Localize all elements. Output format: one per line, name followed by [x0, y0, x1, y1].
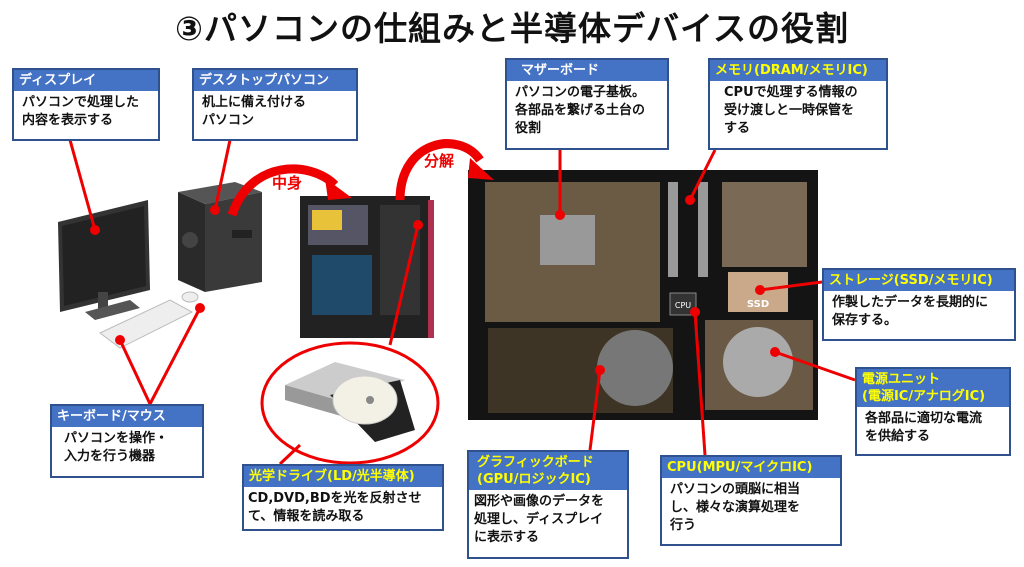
- desktop-tower-illustration: [178, 182, 262, 292]
- callout-head: ストレージ(SSD/メモリIC): [824, 270, 1014, 291]
- callout-head: ディスプレイ: [14, 70, 158, 91]
- optical-drive-callout: 光学ドライブ(LD/光半導体) CD,DVD,BDを光を反射させ て、情報を読み…: [242, 464, 444, 531]
- callout-head: マザーボード: [507, 60, 667, 81]
- inside-arrow-head: [325, 178, 352, 200]
- callout-body: 作製したデータを長期的に 保存する。: [832, 295, 989, 328]
- callout-body: 机上に備え付ける パソコン: [202, 95, 307, 128]
- page-title: ③パソコンの仕組みと半導体デバイスの役割: [175, 9, 849, 48]
- callout-body: パソコンで処理した 内容を表示する: [22, 95, 140, 128]
- memory-callout: メモリ(DRAM/メモリIC) CPUで処理する情報の 受け渡しと一時保管を す…: [708, 58, 888, 150]
- callout-head: デスクトップパソコン: [194, 70, 356, 91]
- leader-dots: [90, 195, 780, 375]
- disassemble-arrow-head: [468, 158, 494, 180]
- disassemble-arrow: [395, 139, 484, 201]
- monitor-illustration: [58, 200, 150, 320]
- callout-body: 各部品に適切な電流 を供給する: [865, 411, 983, 444]
- inside-arrow: [227, 164, 339, 217]
- graphics-callout: グラフィックボード (GPU/ロジックIC) 図形や画像のデータを 処理し、ディ…: [467, 450, 629, 559]
- leader-lines: [68, 139, 856, 466]
- storage-callout: ストレージ(SSD/メモリIC) 作製したデータを長期的に 保存する。: [822, 268, 1016, 341]
- callout-body: パソコンの電子基板。 各部品を繋げる土台の 役割: [515, 85, 646, 136]
- motherboard-photo: SSD CPU: [468, 170, 818, 420]
- callout-body: CPUで処理する情報の 受け渡しと一時保管を する: [724, 85, 858, 136]
- callout-head: メモリ(DRAM/メモリIC): [710, 60, 886, 81]
- cpu-chip-label: CPU: [675, 301, 691, 310]
- callout-body: パソコンの頭脳に相当 し、様々な演算処理を 行う: [670, 482, 801, 533]
- callout-body: パソコンを操作・ 入力を行う機器: [64, 431, 169, 464]
- callout-head: グラフィックボード (GPU/ロジックIC): [469, 452, 627, 490]
- callout-head: 電源ユニット (電源IC/アナログIC): [857, 369, 1009, 407]
- callout-body: 図形や画像のデータを 処理し、ディスプレイ に表示する: [474, 494, 605, 545]
- optical-drive-illustration: [260, 341, 440, 465]
- keyboard-callout: キーボード/マウス パソコンを操作・ 入力を行う機器: [50, 404, 204, 478]
- motherboard-callout: マザーボード パソコンの電子基板。 各部品を繋げる土台の 役割: [505, 58, 669, 150]
- callout-body: CD,DVD,BDを光を反射させ て、情報を読み取る: [248, 491, 422, 524]
- callout-head: CPU(MPU/マイクロIC): [662, 457, 840, 478]
- desktop-callout: デスクトップパソコン 机上に備え付ける パソコン: [192, 68, 358, 141]
- open-case-illustration: [300, 196, 434, 338]
- ssd-label: SSD: [747, 299, 769, 310]
- cpu-callout: CPU(MPU/マイクロIC) パソコンの頭脳に相当 し、様々な演算処理を 行う: [660, 455, 842, 546]
- display-callout: ディスプレイ パソコンで処理した 内容を表示する: [12, 68, 160, 141]
- callout-head: キーボード/マウス: [52, 406, 202, 427]
- power-callout: 電源ユニット (電源IC/アナログIC) 各部品に適切な電流 を供給する: [855, 367, 1011, 456]
- inside-label: 中身: [272, 174, 303, 192]
- disassemble-label: 分解: [424, 152, 455, 170]
- callout-head: 光学ドライブ(LD/光半導体): [244, 466, 442, 487]
